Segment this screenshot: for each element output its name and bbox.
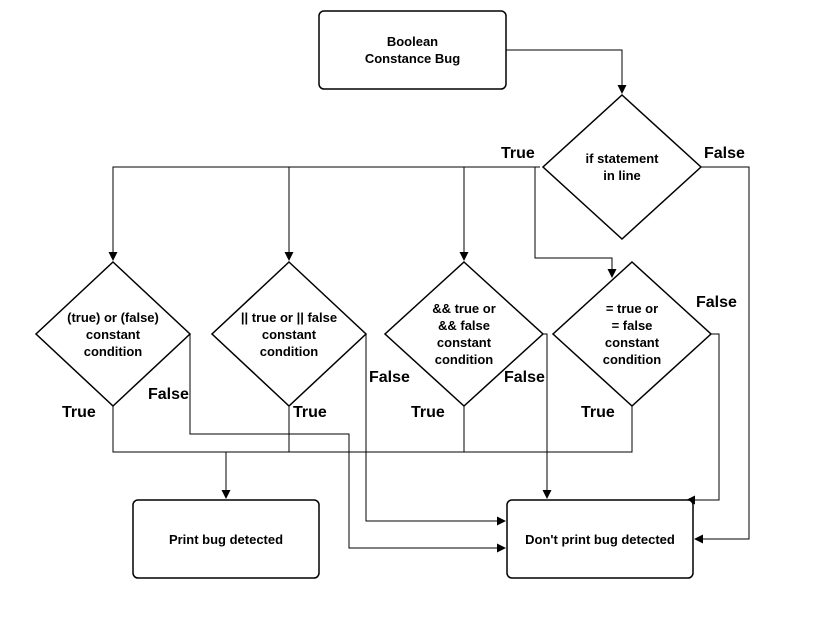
print-bug-label: Print bug detected [168, 531, 284, 547]
connector-if-false-to-dont-print [694, 166, 750, 544]
condition-1-diamond [34, 260, 192, 408]
connectors [108, 49, 750, 553]
condition-1-false-label: False [148, 386, 189, 403]
if-true-label: True [501, 145, 535, 162]
if-statement-diamond [541, 93, 703, 241]
connector-cond1-false [189, 334, 506, 553]
connector-start-to-if [506, 49, 627, 94]
condition-1-label: (true) or (false) constant condition [67, 309, 159, 359]
condition-3-diamond [383, 260, 545, 408]
condition-3-false-label: False [504, 369, 545, 386]
start-label: Boolean Constance Bug [364, 34, 461, 66]
print-bug-box [132, 499, 320, 579]
connector-cond2-false [365, 334, 506, 526]
connector-cond4-true [226, 406, 633, 453]
condition-4-label: = true or = false constant condition [602, 301, 662, 367]
connector-if-true-to-cond4 [534, 167, 617, 278]
connector-cond2-true [226, 406, 290, 453]
connector-cond1-true [112, 406, 231, 499]
shapes [34, 10, 713, 579]
start-box [318, 10, 507, 90]
condition-2-diamond [210, 260, 368, 408]
dont-print-bug-label: Don't print bug detected [525, 531, 675, 547]
condition-2-false-label: False [369, 369, 410, 386]
condition-3-label: && true or && false constant condition [432, 301, 496, 367]
connector-if-true-to-cond1 [108, 166, 540, 261]
condition-2-true-label: True [293, 404, 327, 421]
dont-print-bug-box [506, 499, 694, 579]
condition-4-true-label: True [581, 404, 615, 421]
if-statement-label: if statement in line [585, 151, 659, 183]
condition-3-true-label: True [411, 404, 445, 421]
condition-4-diamond [551, 260, 713, 408]
condition-2-label: || true or || false constant condition [240, 309, 338, 359]
connector-cond4-false [686, 333, 720, 505]
condition-4-false-label: False [696, 294, 737, 311]
connector-cond3-false [542, 333, 552, 499]
condition-1-true-label: True [62, 404, 96, 421]
if-false-label: False [704, 145, 745, 162]
